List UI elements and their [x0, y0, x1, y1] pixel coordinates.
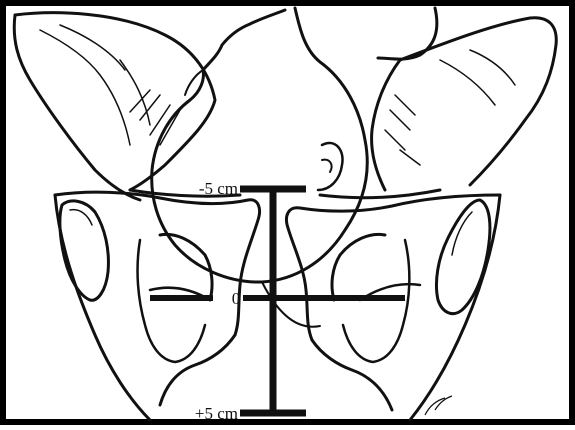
label-minus-5cm: -5 cm	[199, 179, 238, 198]
label-plus-5cm: +5 cm	[195, 404, 238, 423]
label-zero: 0	[232, 289, 241, 308]
